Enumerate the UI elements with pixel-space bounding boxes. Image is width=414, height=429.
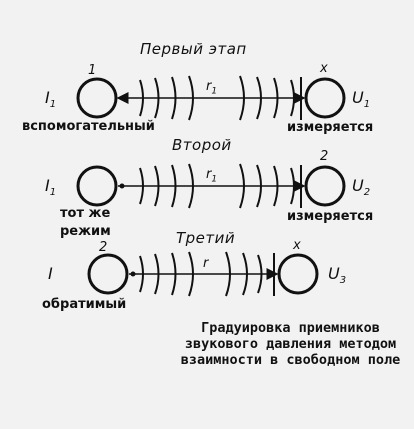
- stage-1-left-transducer: [76, 77, 118, 119]
- stage-3-left-transducer: [87, 253, 129, 295]
- stage-1-right-role: измеряется: [287, 120, 374, 135]
- stage-2-left-quantity: I1: [45, 176, 57, 199]
- stage-3-right-quantity: U3: [328, 264, 347, 287]
- stage-2-right-number: 2: [320, 149, 329, 164]
- stage-1-distance-label: r1: [206, 79, 218, 97]
- stage-3-left-number: 2: [99, 240, 108, 255]
- stage-1-right-number: x: [320, 61, 328, 76]
- figure-caption: Градуировка приемников звукового давлени…: [180, 320, 401, 368]
- stage-2-distance-label: r1: [206, 167, 218, 185]
- stage-2-left-role: тот же: [60, 206, 111, 221]
- stage-2-right-subscript: 2: [363, 187, 371, 199]
- stage-2-right-quantity: U2: [352, 176, 371, 199]
- stage-1-right-subscript: 1: [363, 99, 371, 111]
- stage-1-left-role: вспомогательный: [22, 119, 155, 134]
- stage-1-title: Первый этап: [140, 40, 247, 58]
- stage-3-right-subscript: 3: [339, 275, 347, 287]
- stage-1-left-number: 1: [88, 63, 97, 78]
- stage-3-distance-label: r: [203, 256, 209, 271]
- stage-3-diagram: [87, 251, 319, 297]
- stage-1-right-transducer: [304, 77, 346, 119]
- stage-2-right-transducer: [304, 165, 346, 207]
- stage-1-diagram: [76, 75, 346, 121]
- stage-3-right-number: x: [293, 238, 301, 253]
- stage-2-sound-waves: [139, 163, 302, 209]
- stage-3-sound-waves: [139, 251, 275, 297]
- stage-3-title: Третий: [176, 229, 236, 247]
- stage-1-left-quantity: I1: [45, 88, 57, 111]
- stage-1-right-quantity: U1: [352, 88, 371, 111]
- stage-3-left-role: обратимый: [42, 297, 127, 312]
- stage-2-diagram: [76, 163, 346, 209]
- stage-2-left-subscript: 1: [49, 187, 57, 199]
- stage-3-right-transducer: [277, 253, 319, 295]
- stage-2-left-role-line2: режим: [60, 224, 111, 239]
- stage-1-sound-waves: [139, 75, 302, 121]
- stage-2-left-transducer: [76, 165, 118, 207]
- stage-2-title: Второй: [172, 136, 232, 154]
- stage-1-left-subscript: 1: [49, 99, 57, 111]
- stage-2-right-role: измеряется: [287, 209, 374, 224]
- stage-3-left-quantity: I: [48, 264, 53, 283]
